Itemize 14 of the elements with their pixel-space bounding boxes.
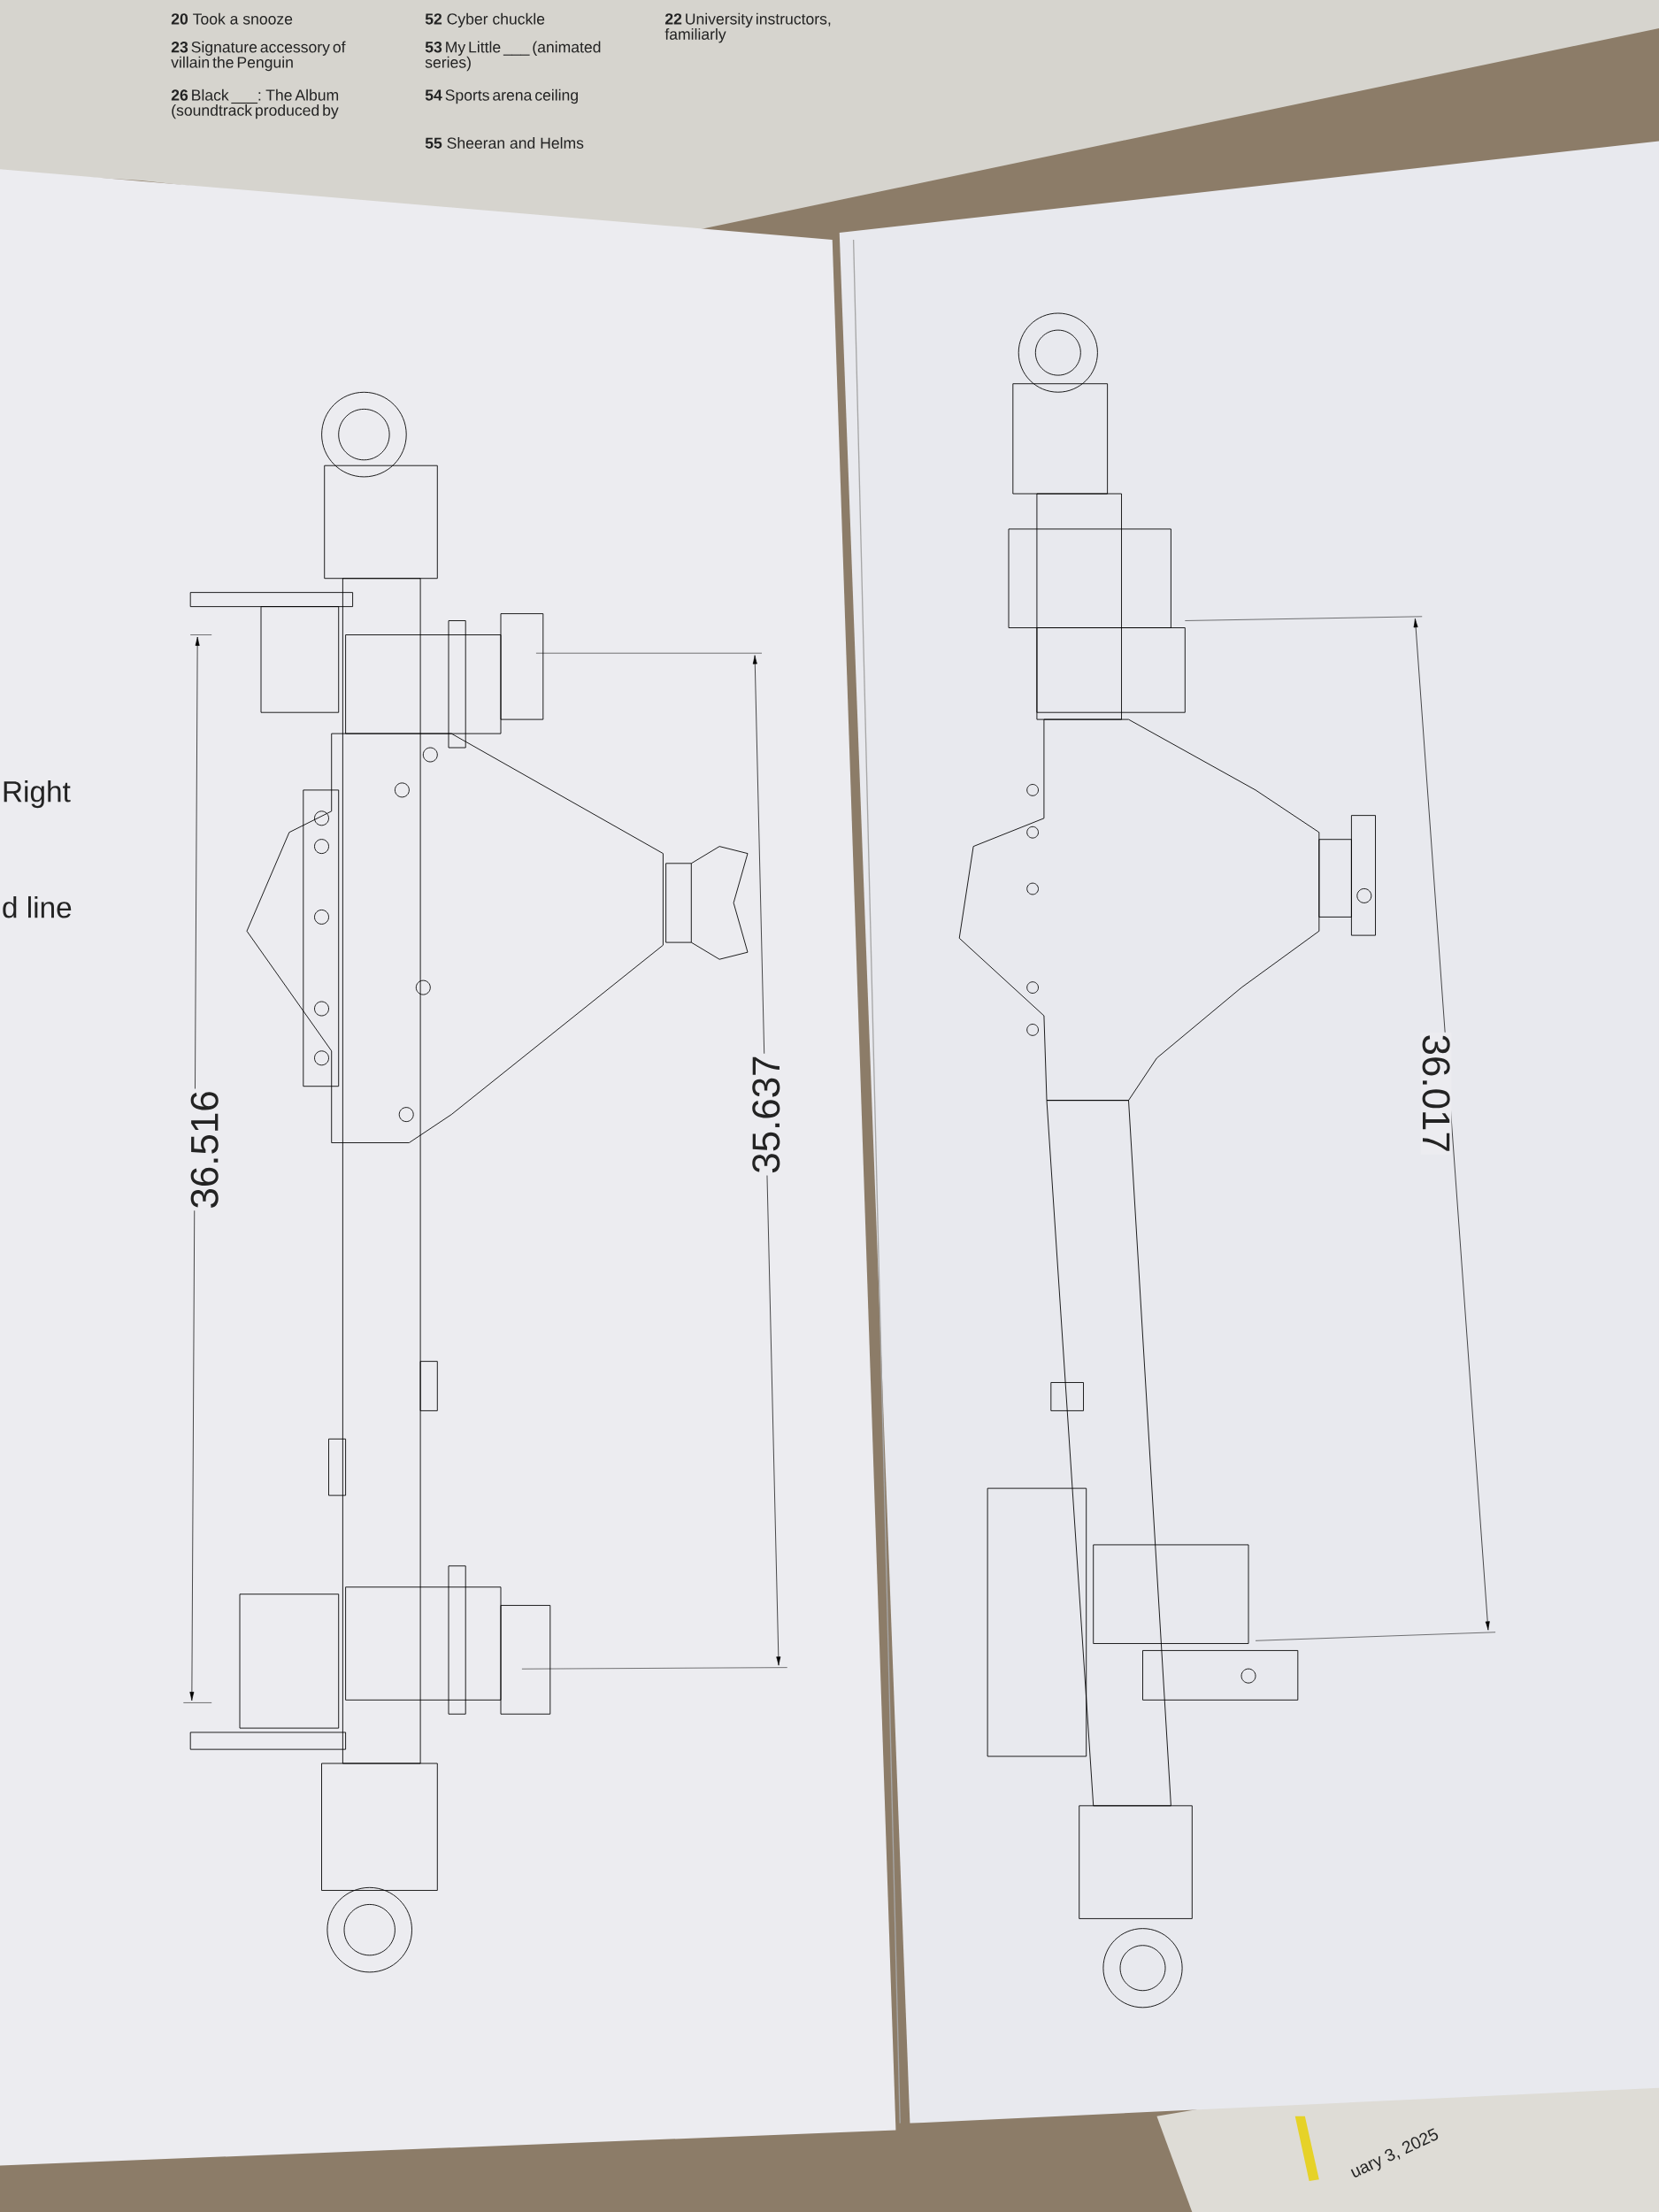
clue-text: 22 University instructors, familiarly	[664, 12, 831, 43]
date-text: uary 3, 2025	[1350, 2128, 1439, 2177]
dimension-value: 36.516	[188, 1088, 220, 1211]
clue-text: 53 My Little ___ (animated series)	[425, 41, 601, 72]
dimension-value: 35.637	[750, 1053, 782, 1176]
page-text: d line	[3, 895, 72, 918]
clue-text: 55 Sheeran and Helms	[425, 137, 584, 149]
clue-text: 52 Cyber chuckle	[425, 12, 545, 28]
clue-text: 23 Signature accessory of villain the Penguin	[171, 41, 346, 72]
clue-text: 20 Took a snooze	[171, 12, 293, 25]
clue-text: 54 Sports arena ceiling	[425, 88, 578, 104]
dimension-value: 36.017	[1420, 1032, 1452, 1155]
clue-text: 26 Black ___: The Album (soundtrack produced by	[171, 88, 339, 119]
page-text: Right	[4, 780, 71, 809]
